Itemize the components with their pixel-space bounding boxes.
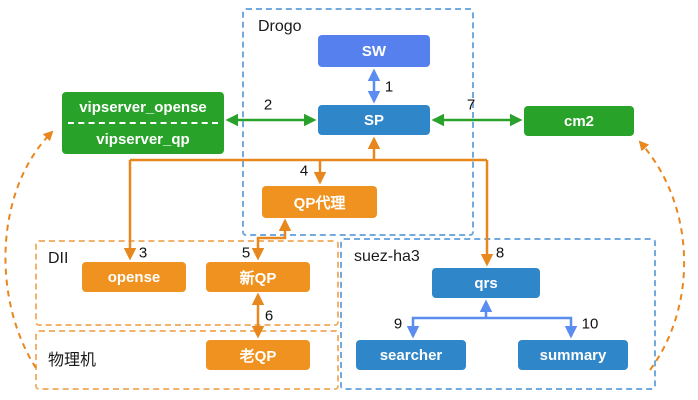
edge-label-9: 9	[393, 315, 403, 333]
edge-label-2: 2	[263, 96, 273, 114]
node-cm2: cm2	[524, 106, 634, 136]
edge-label-6: 6	[264, 307, 274, 325]
node-vipserver: vipserver_opense vipserver_qp	[62, 92, 224, 154]
node-old-qp: 老QP	[206, 340, 310, 370]
edge-label-7: 7	[466, 96, 476, 114]
edge-label-4: 4	[299, 162, 309, 180]
node-sw: SW	[318, 35, 430, 67]
node-qrs: qrs	[432, 268, 540, 298]
edge-label-3: 3	[138, 244, 148, 262]
node-sp: SP	[318, 105, 430, 135]
node-vipserver-qp: vipserver_qp	[96, 130, 190, 148]
container-physical-label: 物理机	[48, 352, 97, 369]
container-drogo-label: Drogo	[258, 18, 302, 35]
node-new-qp: 新QP	[206, 262, 310, 292]
node-vipserver-opense: vipserver_opense	[79, 98, 207, 116]
vipserver-separator	[68, 122, 218, 124]
edge-label-1: 1	[384, 78, 394, 96]
container-dii-label: DII	[48, 250, 69, 267]
edge-label-10: 10	[581, 315, 599, 333]
container-suez-ha3-label: suez-ha3	[354, 248, 420, 265]
edge-label-5: 5	[241, 244, 251, 262]
node-summary: summary	[518, 340, 628, 370]
node-qp-proxy: QP代理	[262, 186, 377, 218]
node-opense: opense	[82, 262, 186, 292]
edge-label-8: 8	[495, 244, 505, 262]
node-searcher: searcher	[356, 340, 466, 370]
